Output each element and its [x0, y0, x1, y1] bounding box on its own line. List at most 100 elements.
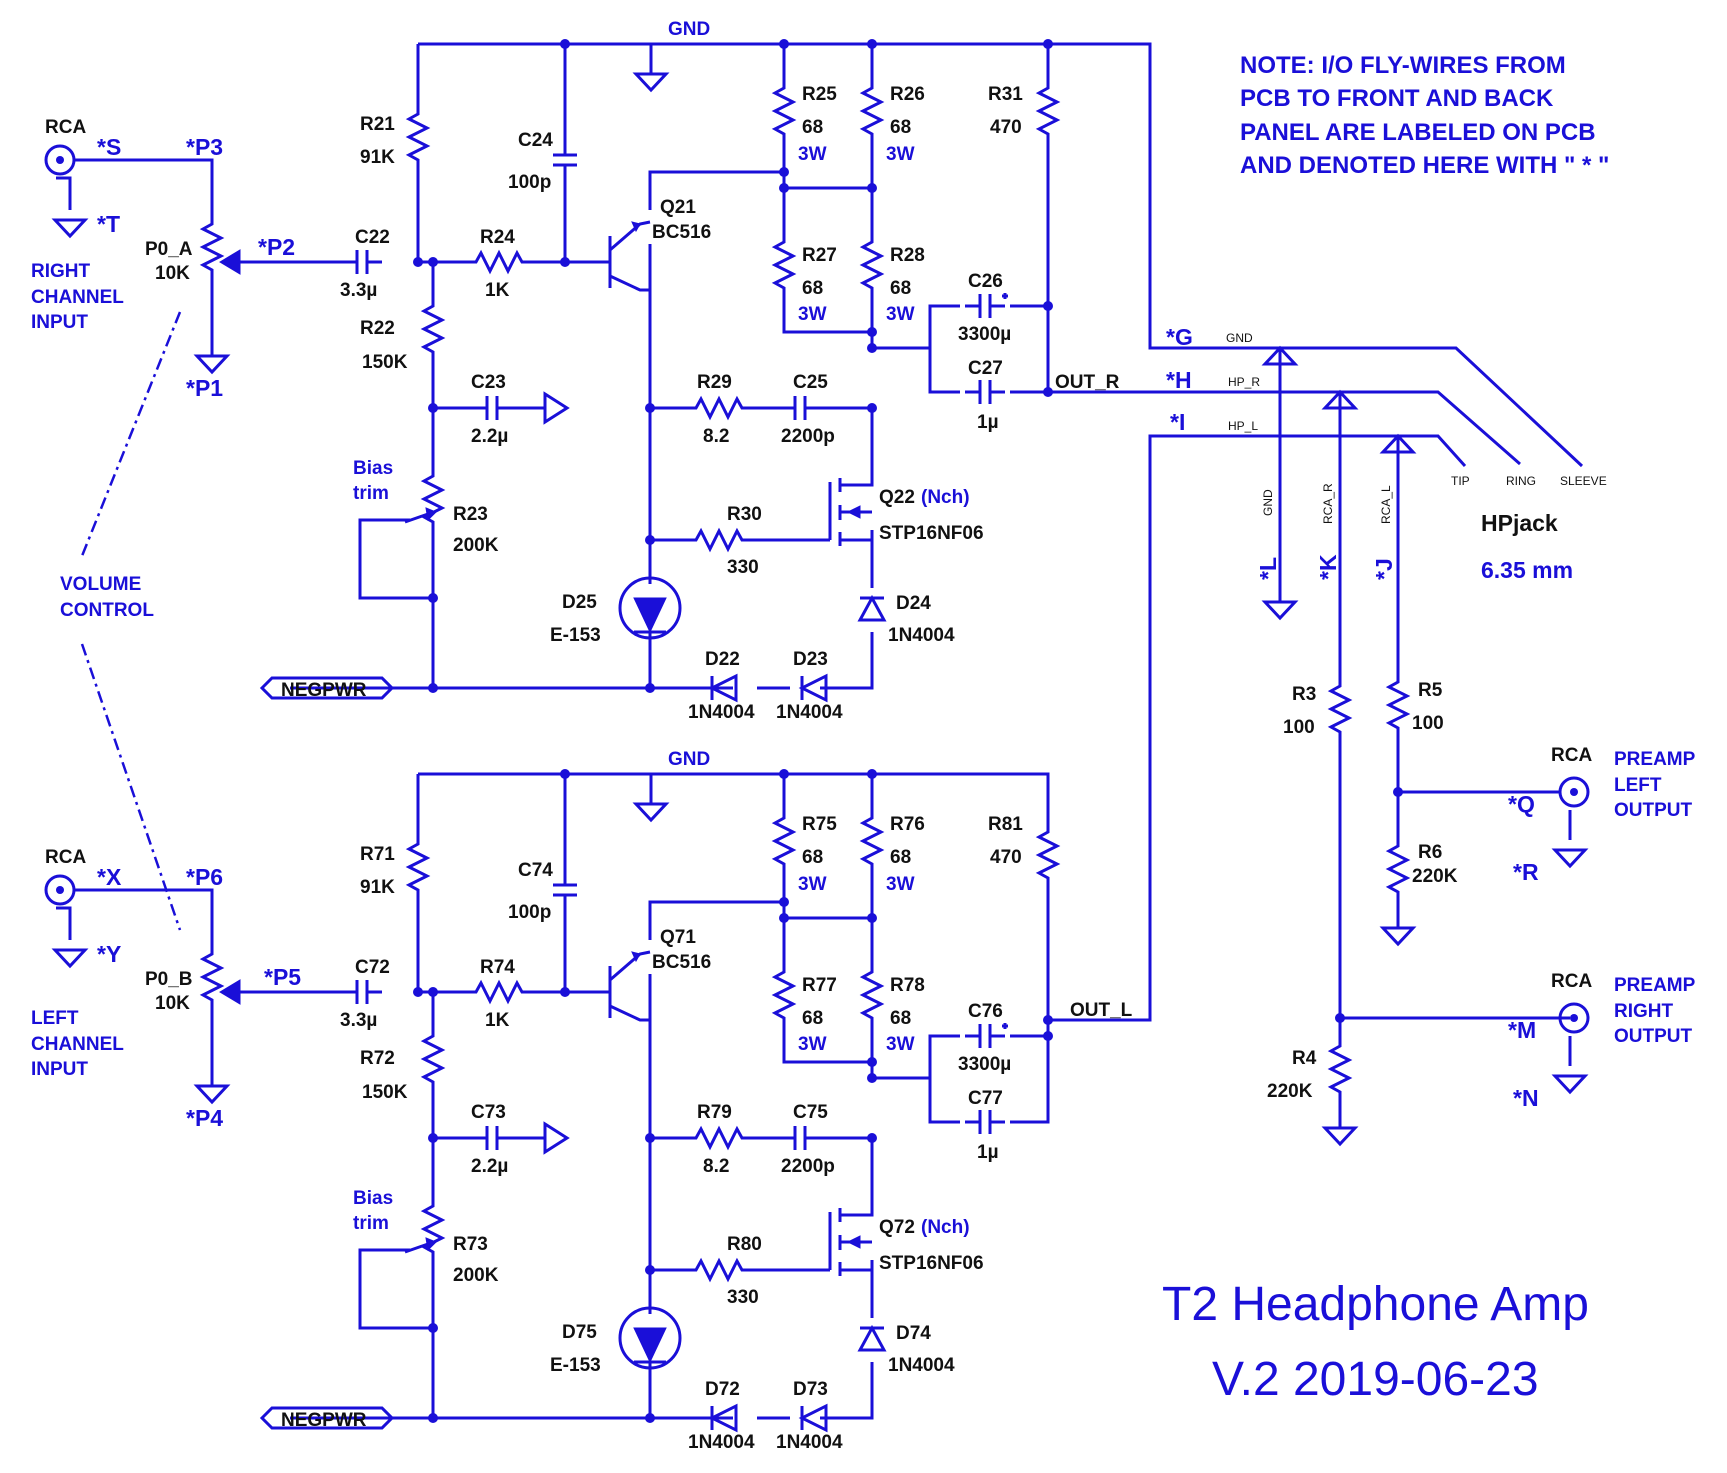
bias-label-2-bottom: trim	[353, 1213, 389, 1234]
pin-g: *G	[1166, 324, 1193, 350]
volume-label-2: CONTROL	[60, 600, 154, 621]
r26-val: 68	[890, 117, 911, 138]
r24-val: 1K	[485, 280, 510, 301]
r81-val: 470	[990, 847, 1022, 868]
r77-val: 68	[802, 1008, 823, 1029]
net-rca-l: RCA_L	[1379, 485, 1393, 524]
r3-ref: R3	[1292, 684, 1316, 705]
preamp-right-label-1: PREAMP	[1614, 975, 1696, 996]
c77-ref: C77	[968, 1088, 1003, 1109]
q72-type: (Nch)	[921, 1217, 970, 1238]
r28-val: 68	[890, 278, 911, 299]
r76-power: 3W	[886, 874, 915, 895]
r81-ref: R81	[988, 814, 1023, 835]
out-l-label: OUT_L	[1070, 1000, 1133, 1021]
rca-label-preamp-left: RCA	[1551, 745, 1592, 766]
r6-val: 220K	[1412, 866, 1458, 887]
c72-ref: C72	[355, 957, 390, 978]
r27-val: 68	[802, 278, 823, 299]
r25-ref: R25	[802, 84, 837, 105]
c24-val: 100p	[508, 172, 551, 193]
d24-val: 1N4004	[888, 625, 955, 646]
c22-ref: C22	[355, 227, 390, 248]
net-gnd-small: GND	[1226, 331, 1253, 345]
pin-k: *K	[1315, 554, 1341, 580]
r23-ref: R23	[453, 504, 488, 525]
jack-tip-label: TIP	[1451, 474, 1470, 488]
r73-val: 200K	[453, 1265, 499, 1286]
pin-t: *T	[97, 211, 120, 237]
c76-val: 3300µ	[958, 1054, 1011, 1075]
q71-val: BC516	[652, 952, 711, 973]
r30-val: 330	[727, 557, 759, 578]
c27-ref: C27	[968, 358, 1003, 379]
right-input-label-3: INPUT	[31, 312, 88, 333]
d22-ref: D22	[705, 649, 740, 670]
pin-n: *N	[1513, 1085, 1539, 1111]
r72-ref: R72	[360, 1048, 395, 1069]
gnd-label-top: GND	[668, 19, 710, 40]
c26-ref: C26	[968, 271, 1003, 292]
preamp-left-label-3: OUTPUT	[1614, 800, 1693, 821]
net-gnd-vertical: GND	[1261, 489, 1275, 516]
q71-ref: Q71	[660, 927, 696, 948]
d72-val: 1N4004	[688, 1432, 755, 1453]
q72-val: STP16NF06	[879, 1253, 984, 1274]
preamp-right-output: RCA *M *N PREAMP RIGHT OUTPUT	[1508, 971, 1696, 1111]
volume-control-link: VOLUME CONTROL	[60, 311, 182, 931]
gnd-label-bottom: GND	[668, 749, 710, 770]
r74-val: 1K	[485, 1010, 510, 1031]
negpwr-label-top: NEGPWR	[281, 680, 367, 701]
pin-x: *X	[97, 864, 122, 890]
c74-val: 100p	[508, 902, 551, 923]
pot-a-val: 10K	[155, 263, 190, 284]
q22-ref: Q22	[879, 487, 915, 508]
r28-ref: R28	[890, 245, 925, 266]
d25-ref: D25	[562, 592, 597, 613]
r5-ref: R5	[1418, 680, 1443, 701]
r79-ref: R79	[697, 1102, 732, 1123]
c77-val: 1µ	[977, 1142, 999, 1163]
r31-ref: R31	[988, 84, 1023, 105]
bias-label-1-bottom: Bias	[353, 1188, 393, 1209]
r79-val: 8.2	[703, 1156, 729, 1177]
pin-q: *Q	[1508, 791, 1535, 817]
pin-p6: *P6	[186, 864, 223, 890]
c73-val: 2.2µ	[471, 1156, 508, 1177]
r3-val: 100	[1283, 717, 1315, 738]
right-input-section: RCA *S *T *P3 *P2 *P1 P0_A 10K RIGHT CHA…	[31, 117, 344, 401]
title-block: T2 Headphone Amp V.2 2019-06-23	[1162, 1278, 1589, 1406]
pin-i: *I	[1170, 409, 1185, 435]
pin-r: *R	[1513, 859, 1539, 885]
pin-p5: *P5	[264, 964, 301, 990]
r27-power: 3W	[798, 304, 827, 325]
q72-ref: Q72	[879, 1217, 915, 1238]
d25-val: E-153	[550, 625, 601, 646]
r28-power: 3W	[886, 304, 915, 325]
r77-ref: R77	[802, 975, 837, 996]
r78-power: 3W	[886, 1034, 915, 1055]
q21-val: BC516	[652, 222, 711, 243]
c75-val: 2200p	[781, 1156, 835, 1177]
volume-label-1: VOLUME	[60, 574, 141, 595]
pot-b-ref: P0_B	[145, 969, 193, 990]
d23-ref: D23	[793, 649, 828, 670]
negpwr-label-bottom: NEGPWR	[281, 1410, 367, 1431]
d23-val: 1N4004	[776, 702, 843, 723]
q22-type: (Nch)	[921, 487, 970, 508]
preamp-right-label-2: RIGHT	[1614, 1001, 1674, 1022]
title-line-1: T2 Headphone Amp	[1162, 1278, 1589, 1331]
c24-ref: C24	[518, 130, 553, 151]
pin-p4: *P4	[186, 1105, 223, 1131]
pot-b-val: 10K	[155, 993, 190, 1014]
d75-val: E-153	[550, 1355, 601, 1376]
r30-ref: R30	[727, 504, 762, 525]
d73-val: 1N4004	[776, 1432, 843, 1453]
r74-ref: R74	[480, 957, 515, 978]
r4-ref: R4	[1292, 1048, 1317, 1069]
left-input-label-2: CHANNEL	[31, 1034, 124, 1055]
c72-val: 3.3µ	[340, 1010, 377, 1031]
jack-ring-label: RING	[1506, 474, 1536, 488]
r31-val: 470	[990, 117, 1022, 138]
title-line-2: V.2 2019-06-23	[1212, 1353, 1539, 1406]
